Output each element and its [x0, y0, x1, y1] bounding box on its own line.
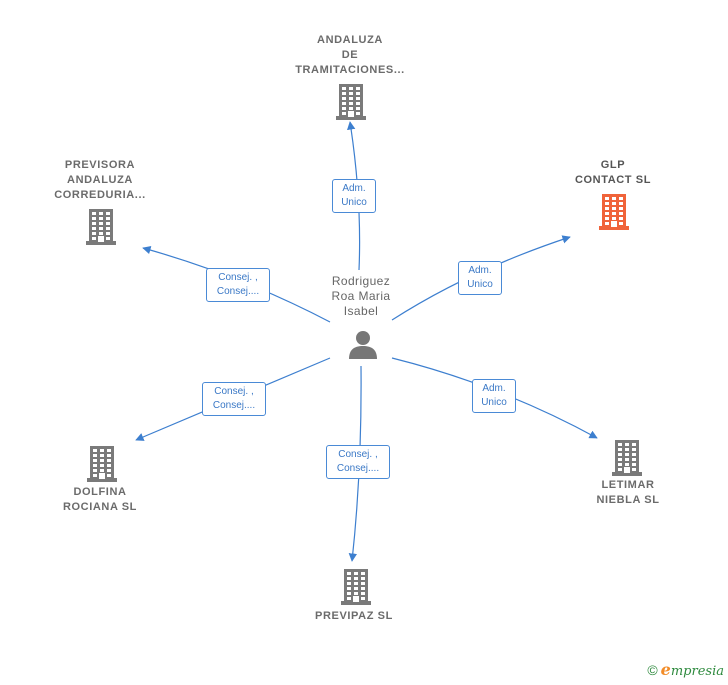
role-badge-previpaz[interactable]: Consej. , Consej.... — [326, 445, 390, 479]
role-line: Unico — [467, 279, 493, 290]
center-name-line-3: Isabel — [343, 304, 379, 318]
role-badge-letimar-niebla[interactable]: Adm. Unico — [472, 379, 516, 413]
company-label-previpaz[interactable]: PREVIPAZ SL — [300, 609, 408, 624]
role-badge-previsora-andaluza[interactable]: Consej. , Consej.... — [206, 268, 270, 302]
company-name-line: ROCIANA SL — [62, 501, 138, 513]
role-line: Adm. — [482, 383, 506, 394]
brand-name: mpresia — [670, 664, 724, 679]
brand-logo: ©empresia — [647, 660, 724, 679]
role-badge-andaluza-tramitaciones[interactable]: Adm. Unico — [332, 179, 376, 213]
role-badge-glp-contact[interactable]: Adm. Unico — [458, 261, 502, 295]
company-name-line: CONTACT SL — [574, 174, 652, 186]
center-person-name[interactable]: Rodriguez Roa Maria Isabel — [316, 274, 406, 319]
center-name-line-1: Rodriguez — [331, 274, 391, 288]
company-label-glp-contact[interactable]: GLP CONTACT SL — [560, 158, 666, 188]
company-label-previsora-andaluza[interactable]: PREVISORA ANDALUZA CORREDURIA... — [44, 158, 156, 203]
person-icon[interactable] — [347, 329, 379, 364]
company-label-letimar-niebla[interactable]: LETIMAR NIEBLA SL — [578, 478, 678, 508]
company-name-line: LETIMAR — [601, 479, 655, 491]
role-line: Consej.... — [212, 400, 256, 411]
role-line: Unico — [481, 397, 507, 408]
role-badge-dolfina-rociana[interactable]: Consej. , Consej.... — [202, 382, 266, 416]
company-name-line: CORREDURIA... — [54, 189, 146, 201]
role-line: Unico — [341, 197, 367, 208]
company-name-line: PREVISORA — [64, 159, 136, 171]
center-name-line-2: Roa Maria — [331, 289, 391, 303]
building-icon[interactable] — [86, 209, 116, 250]
company-name-line: TRAMITACIONES... — [295, 64, 405, 76]
copyright-symbol: © — [647, 662, 658, 678]
role-line: Consej.... — [216, 286, 260, 297]
company-label-andaluza-tramitaciones[interactable]: ANDALUZA DE TRAMITACIONES... — [290, 33, 410, 78]
building-icon[interactable] — [87, 446, 117, 487]
role-line: Consej. , — [338, 449, 378, 460]
role-line: Adm. — [342, 183, 366, 194]
company-name-line: NIEBLA SL — [596, 494, 660, 506]
role-line: Consej. , — [218, 272, 258, 283]
company-name-line: ANDALUZA — [67, 174, 133, 186]
building-icon[interactable] — [599, 194, 629, 235]
company-name-line: GLP — [600, 159, 626, 171]
role-line: Adm. — [468, 265, 492, 276]
company-label-dolfina-rociana[interactable]: DOLFINA ROCIANA SL — [50, 485, 150, 515]
company-name-line: ANDALUZA — [317, 34, 383, 46]
company-name-line: DOLFINA — [73, 486, 127, 498]
building-icon[interactable] — [336, 84, 366, 125]
role-line: Consej.... — [336, 463, 380, 474]
building-icon[interactable] — [341, 569, 371, 610]
building-icon[interactable] — [612, 440, 642, 481]
brand-e: e — [660, 660, 671, 679]
role-line: Consej. , — [214, 386, 254, 397]
company-name-line: PREVIPAZ SL — [315, 610, 393, 622]
company-name-line: DE — [341, 49, 359, 61]
